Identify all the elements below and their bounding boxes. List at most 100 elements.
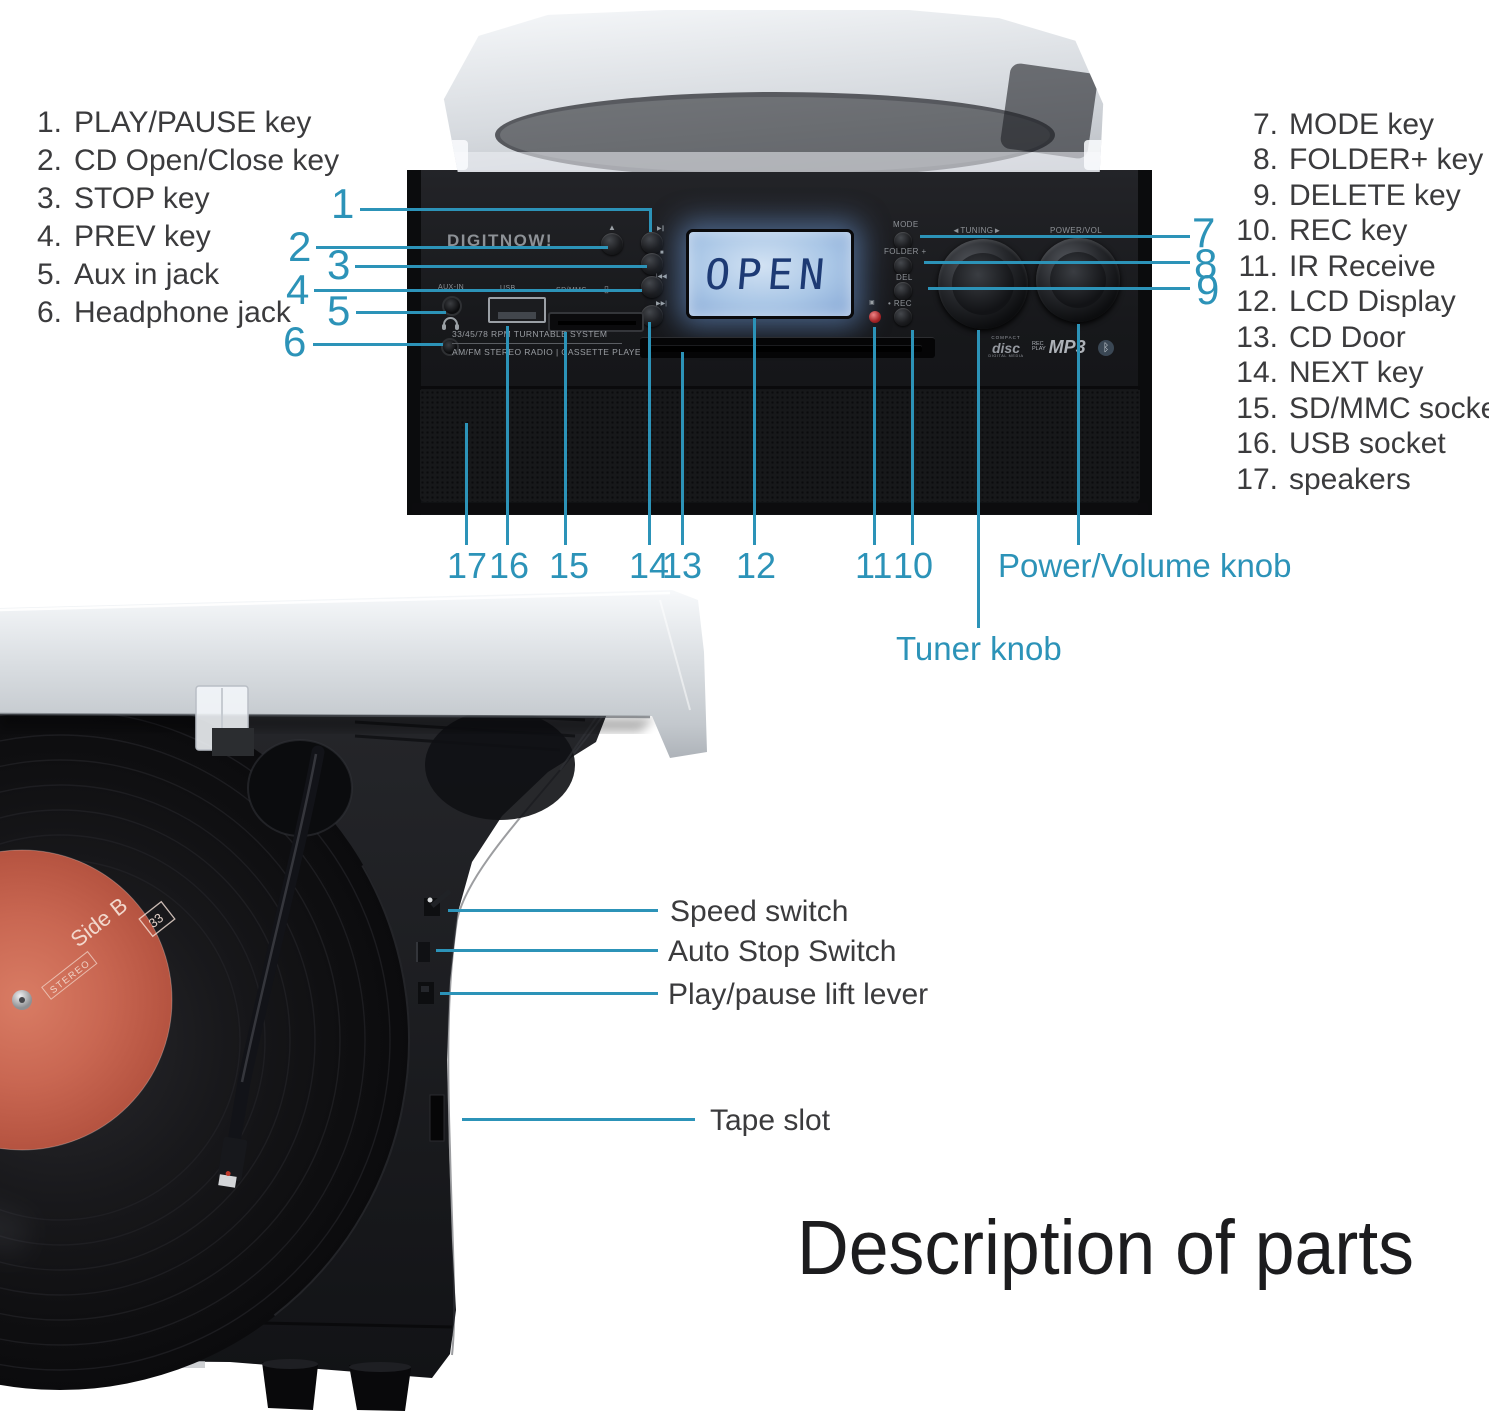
item-number: 6. bbox=[36, 296, 62, 329]
disc-logo-top: COMPACT bbox=[991, 335, 1021, 340]
item-number: 8. bbox=[1252, 143, 1278, 176]
callout-number-14: 14 bbox=[629, 545, 670, 586]
play-pause-button bbox=[641, 232, 663, 254]
item-label: FOLDER+ key bbox=[1289, 143, 1484, 176]
lid-corner-right bbox=[1084, 140, 1104, 170]
record-label: Side B 33 STEREO bbox=[0, 849, 176, 1151]
item-label: DELETE key bbox=[1289, 179, 1461, 212]
item-label: MODE key bbox=[1289, 108, 1435, 141]
headphone-icon bbox=[442, 317, 459, 330]
item-number: 7. bbox=[1252, 108, 1278, 141]
usb-port bbox=[488, 297, 546, 323]
callout-number-5: 5 bbox=[327, 287, 351, 334]
folder-button bbox=[894, 257, 912, 275]
item-number: 9. bbox=[1252, 179, 1278, 212]
list-item: 7. MODE key bbox=[1226, 110, 1434, 140]
callout-line-2 bbox=[316, 246, 608, 249]
cover-hinge bbox=[195, 685, 254, 756]
next-button bbox=[641, 305, 663, 327]
callout-number-9: 9 bbox=[1196, 266, 1220, 313]
item-label: speakers bbox=[1289, 463, 1411, 496]
callout-number-13: 13 bbox=[662, 545, 703, 586]
rec-label: • REC bbox=[888, 299, 912, 308]
lcd-display: OPEN bbox=[686, 229, 854, 319]
brand-logo: DIGITNOW! bbox=[447, 231, 554, 250]
callout-number-6: 6 bbox=[283, 318, 307, 365]
lift-lever bbox=[418, 982, 434, 1004]
disc-logo-bottom: DIGITAL MEDIA bbox=[988, 353, 1024, 358]
callout-number-4: 4 bbox=[286, 266, 310, 313]
cd-open-close-button bbox=[601, 233, 623, 255]
base-bottom-strip bbox=[412, 503, 1148, 514]
item-label: CD Door bbox=[1289, 321, 1406, 354]
disc-logo-main: disc bbox=[991, 339, 1020, 356]
item-number: 12. bbox=[1236, 285, 1278, 318]
callout-number-17: 17 bbox=[447, 545, 488, 586]
item-number: 3. bbox=[36, 182, 62, 215]
item-number: 5. bbox=[36, 258, 62, 291]
callout-line-4 bbox=[314, 289, 642, 292]
panel-line1: 33/45/78 RPM TURNTABLE SYSTEM bbox=[452, 329, 608, 339]
turntable-feet bbox=[262, 1359, 411, 1411]
aux-label: AUX-IN bbox=[438, 284, 465, 291]
compact-disc-logo: COMPACT disc DIGITAL MEDIA bbox=[983, 335, 1029, 358]
item-number: 16. bbox=[1236, 427, 1278, 460]
aux-jack bbox=[442, 296, 462, 316]
dust-cover bbox=[0, 590, 707, 758]
lcd-text: OPEN bbox=[702, 249, 833, 299]
item-label: PLAY/PAUSE key bbox=[74, 106, 312, 139]
turntable-top-view-photo: Side B 33 STEREO bbox=[0, 590, 707, 1411]
item-label: IR Receive bbox=[1289, 250, 1436, 283]
item-number: 1. bbox=[36, 106, 62, 139]
next-icon: ▶▶| bbox=[656, 301, 667, 307]
auto-stop-label: Auto Stop Switch bbox=[668, 935, 897, 968]
headphone-jack bbox=[441, 338, 459, 356]
sd-slot-inner bbox=[558, 321, 636, 325]
item-number: 13. bbox=[1236, 321, 1278, 354]
mp3-logo: REC PLAY MP3 bbox=[1032, 338, 1086, 356]
lid-corner-left bbox=[443, 140, 468, 170]
list-item: 11.IR Receive bbox=[1226, 252, 1436, 282]
item-label: USB socket bbox=[1289, 427, 1446, 460]
callout-line-9 bbox=[928, 287, 1190, 290]
list-item: 9. DELETE key bbox=[1226, 181, 1461, 211]
item-number: 10. bbox=[1236, 214, 1278, 247]
item-label: PREV key bbox=[74, 220, 211, 253]
list-item: 13. CD Door bbox=[1226, 321, 1406, 354]
play-pause-icon: ▶∥ bbox=[657, 226, 665, 232]
headphone-icon-dot bbox=[442, 324, 446, 330]
base-right-edge bbox=[1138, 170, 1152, 515]
item-label: Aux in jack bbox=[74, 258, 220, 291]
callout-number-1: 1 bbox=[331, 180, 355, 227]
lid-lip bbox=[443, 152, 1104, 172]
ir-window-icon: ▣ bbox=[869, 300, 875, 306]
callout-line-8 bbox=[924, 261, 1190, 264]
headphone-icon-dot bbox=[455, 324, 459, 330]
mp3-text: MP3 bbox=[1048, 337, 1086, 357]
speed-switch bbox=[424, 889, 452, 916]
list-item: 17.speakers bbox=[1226, 463, 1411, 496]
callout-number-10: 10 bbox=[893, 545, 934, 586]
list-item: 8. FOLDER+ key bbox=[1226, 145, 1483, 175]
del-label: DEL bbox=[896, 273, 913, 282]
callout-line-11 bbox=[873, 327, 876, 545]
callout-line-1 bbox=[360, 208, 652, 211]
power-vol-label: POWER/VOL bbox=[1050, 226, 1103, 235]
callout-line-16 bbox=[506, 326, 509, 545]
stop-icon: ■ bbox=[660, 250, 664, 256]
usb-tab bbox=[498, 312, 536, 319]
del-button bbox=[894, 282, 912, 300]
list-item: 2.CD Open/Close key bbox=[16, 146, 339, 176]
callout-line-10 bbox=[911, 330, 914, 545]
page-title: Description of parts bbox=[797, 1205, 1414, 1291]
item-label: REC key bbox=[1289, 214, 1408, 247]
tuner-knob-label: Tuner knob bbox=[896, 630, 1062, 667]
tape-slot bbox=[429, 1094, 445, 1142]
item-number: 4. bbox=[36, 220, 62, 253]
list-item: 4. PREV key bbox=[16, 222, 211, 252]
tape-slot-label: Tape slot bbox=[710, 1104, 831, 1137]
lift-lever-line bbox=[440, 992, 658, 995]
callout-line-12 bbox=[753, 318, 756, 545]
auto-stop-line bbox=[436, 949, 658, 952]
